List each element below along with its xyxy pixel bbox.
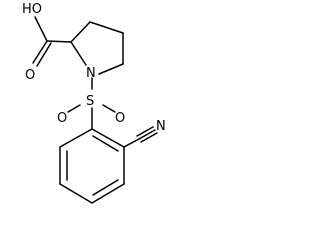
ring-bond-4 [98,63,124,75]
bond-ring-cn [123,138,140,148]
bond-oh-c [34,16,48,42]
bond-s-o-left [67,104,81,113]
ring-bond-2 [89,21,124,34]
benzene-inner-2 [92,179,119,196]
sulfonyl-oxygen-right-label: O [115,111,125,126]
triple-bond-2 [136,126,154,137]
structure-diagram: HO O N S O O N [22,2,166,204]
triple-bond-3 [140,132,158,143]
benzene-inner-1 [92,135,119,152]
carbonyl-oxygen-label: O [25,68,35,83]
nitrile-nitrogen-label: N [156,119,166,134]
bond-c-ring [46,40,72,43]
sulfonyl-oxygen-left-label: O [57,111,67,126]
benzene-bond-4 [59,183,93,204]
benzene-bond-3 [91,183,125,204]
sulfur-label: S [86,94,94,109]
ring-bond-5 [70,41,87,66]
bond-s-o-right [102,104,116,113]
bond-c-carbonyl-2 [36,42,52,67]
bond-c-carbonyl-1 [32,40,48,64]
hydroxyl-label: HO [22,2,42,17]
benzene-bond-1 [91,128,125,148]
ring-nitrogen-label: N [86,66,96,81]
triple-bond-1 [138,129,156,140]
benzene-bond-6 [59,128,93,148]
ring-bond-1 [70,21,91,43]
